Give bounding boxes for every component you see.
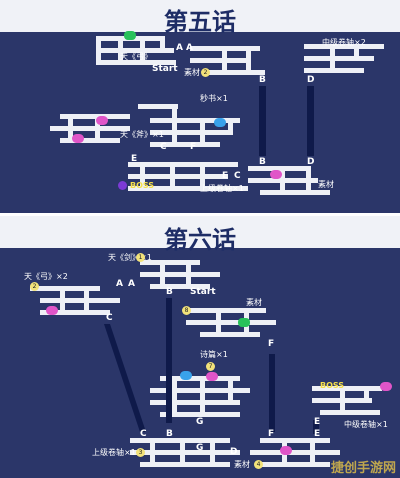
chapter-separator bbox=[0, 213, 400, 216]
item-marker[interactable]: 3 bbox=[136, 448, 145, 457]
chapter6-shipian-label: 诗篇×1 bbox=[200, 350, 228, 359]
chapter5-title-band bbox=[0, 0, 400, 32]
chapter5-warp-b2: B bbox=[259, 157, 266, 167]
chapter5-warp-f1: F bbox=[190, 142, 197, 152]
chapter6-warp-c2: C bbox=[140, 429, 147, 439]
chapter5-sucai-label: 素材 bbox=[184, 68, 200, 77]
chapter5-warp-c2: C bbox=[234, 171, 241, 181]
chapter6-warp-d1: D bbox=[230, 447, 238, 457]
chapter6-zhongji-label: 中级卷轴×1 bbox=[344, 420, 388, 429]
chapter5-warp-c1: C bbox=[160, 142, 167, 152]
chapter5-warp-b1: B bbox=[259, 75, 266, 85]
enemy-marker-pink[interactable] bbox=[72, 134, 84, 143]
item-marker[interactable]: 2 bbox=[30, 282, 39, 291]
chapter6-warp-f1: F bbox=[268, 339, 275, 349]
chapter5-zhongji-label: 中级卷轴×2 bbox=[322, 38, 366, 47]
chapter5-boss-label: BOSS bbox=[130, 181, 155, 190]
chapter5-sucai2-label: 素材 bbox=[318, 180, 334, 189]
chapter5-shafts bbox=[259, 86, 314, 156]
chest-marker[interactable] bbox=[238, 318, 250, 327]
chapter6-sucai-label: 素材 bbox=[246, 298, 262, 307]
boss-marker[interactable] bbox=[118, 181, 127, 190]
chapter6-warp-a2: A bbox=[128, 279, 135, 289]
enemy-marker-pink[interactable] bbox=[206, 372, 218, 381]
chapter5-warp-a2: A bbox=[186, 43, 193, 53]
chapter6-warp-b1: B bbox=[166, 287, 173, 297]
item-marker[interactable]: 8 bbox=[182, 306, 191, 315]
chapter5-start-label: Start bbox=[152, 64, 178, 74]
chapter6-title-band bbox=[0, 216, 400, 248]
item-marker[interactable]: 2 bbox=[201, 68, 210, 77]
chapter6-tianjian-label: 天《剑》×1 bbox=[108, 253, 152, 262]
item-marker[interactable]: 7 bbox=[206, 362, 215, 371]
chapter6-warp-b2: B bbox=[166, 429, 173, 439]
chapter6-warp-c1: C bbox=[106, 313, 113, 323]
chapter6-map bbox=[30, 260, 382, 467]
chapter6-warp-g2: G bbox=[196, 443, 204, 453]
chapter5-warp-d2: D bbox=[307, 157, 315, 167]
chapter6-warp-f2: F bbox=[268, 429, 275, 439]
chapter5-map bbox=[50, 36, 384, 195]
chapter5-corridors bbox=[50, 36, 384, 195]
chapter5-panel: 第五话 bbox=[0, 0, 400, 213]
watermark: 捷创手游网 bbox=[330, 461, 396, 476]
chapter6-warp-e2: E bbox=[314, 429, 321, 439]
chapter6-panel: 第六话 bbox=[0, 216, 400, 478]
chapter6-sucai2-label: 素材 bbox=[234, 460, 250, 469]
chapter5-warp-e1: E bbox=[131, 154, 138, 164]
chapter5-miaoshu-label: 秒书×1 bbox=[200, 94, 228, 103]
chapter5-warp-a1: A bbox=[176, 43, 183, 53]
enemy-marker-blue[interactable] bbox=[180, 371, 192, 380]
chapter6-shangji-label: 上级卷轴×1 bbox=[92, 448, 136, 457]
chapter5-warp-d1: D bbox=[307, 75, 315, 85]
chapter5-tian-label: 天《弓》 bbox=[120, 52, 152, 61]
chapter6-boss-label: BOSS bbox=[320, 381, 345, 390]
chapter6-warp-a1: A bbox=[116, 279, 123, 289]
chapter5-shangji-label: 上级卷轴×1 bbox=[200, 184, 244, 193]
chest-marker[interactable] bbox=[124, 31, 136, 40]
item-marker[interactable]: 1 bbox=[136, 253, 145, 262]
chapter6-title: 第六话 bbox=[164, 225, 236, 254]
chapter6-warp-e1: E bbox=[314, 417, 321, 427]
chapter6-start-label: Start bbox=[190, 287, 216, 297]
chapter5-warp-e2: E bbox=[222, 171, 229, 181]
item-marker[interactable]: 4 bbox=[254, 460, 263, 469]
enemy-marker-pink[interactable] bbox=[96, 116, 108, 125]
enemy-marker-pink[interactable] bbox=[380, 382, 392, 391]
enemy-marker-blue[interactable] bbox=[214, 118, 226, 127]
chapter5-title: 第五话 bbox=[164, 7, 236, 36]
chapter6-shafts bbox=[104, 298, 319, 434]
enemy-marker-pink[interactable] bbox=[280, 446, 292, 455]
chapter6-tiangong-label: 天《弓》×2 bbox=[24, 272, 68, 281]
chapter5-tian2-label: 天《斧》×1 bbox=[120, 130, 164, 139]
chapter6-warp-g1: G bbox=[196, 417, 204, 427]
enemy-marker-pink[interactable] bbox=[46, 306, 58, 315]
enemy-marker-pink[interactable] bbox=[270, 170, 282, 179]
